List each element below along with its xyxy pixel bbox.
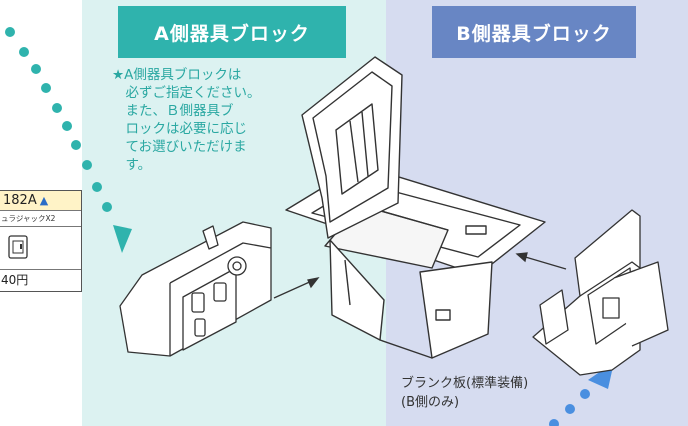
header-a-label: A側器具ブロック xyxy=(154,22,310,45)
floor-box-unit xyxy=(285,56,546,359)
header-b-block: B側器具ブロック xyxy=(432,6,636,58)
product-card[interactable]: 182A▲ ュラジャックX2 40円 xyxy=(0,190,82,292)
note-text: ★A側器具ブロックは 必ずご指定ください。 また、Ｂ側器具ブ ロックは必要に応じ… xyxy=(112,67,261,173)
dotted-arrow-a xyxy=(5,27,132,253)
arrow-b-to-unit xyxy=(515,252,567,270)
caption-blank-plate: ブランク板(標準装備) (B側のみ) xyxy=(401,376,529,410)
header-a-block: A側器具ブロック xyxy=(118,6,346,58)
product-image xyxy=(0,227,81,270)
triangle-up-icon: ▲ xyxy=(39,194,49,207)
b-side-blank-block xyxy=(532,209,669,376)
arrow-a-to-unit xyxy=(273,277,320,299)
header-b-label: B側器具ブロック xyxy=(456,22,612,45)
product-subtitle: ュラジャックX2 xyxy=(0,211,81,227)
product-price: 40円 xyxy=(1,273,29,287)
a-side-socket-block xyxy=(119,221,272,357)
jack-icon xyxy=(8,235,28,259)
product-code: 182A xyxy=(3,193,37,208)
product-code-row: 182A▲ xyxy=(0,191,81,211)
